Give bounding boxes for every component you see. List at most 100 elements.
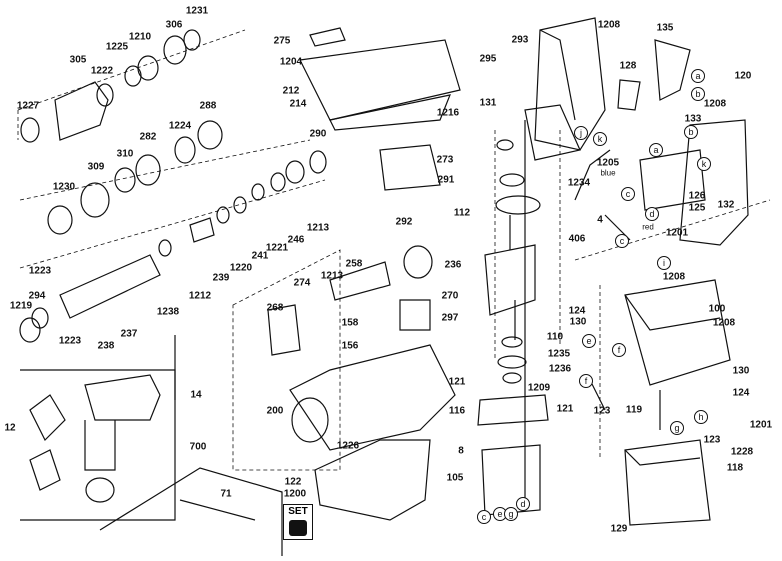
part-number-label: 295 bbox=[479, 53, 497, 65]
part-number-label: 1228 bbox=[730, 446, 754, 458]
part-number-label: 238 bbox=[97, 340, 115, 352]
part-number-label: 200 bbox=[266, 405, 284, 417]
part-number-label: 236 bbox=[444, 259, 462, 271]
wire-connector-letter: j bbox=[574, 126, 588, 140]
part-number-label: 292 bbox=[395, 216, 413, 228]
wire-connector-letter: f bbox=[579, 374, 593, 388]
wire-connector-letter: h bbox=[694, 410, 708, 424]
part-number-label: 120 bbox=[734, 70, 752, 82]
part-number-label: 1201 bbox=[749, 419, 773, 431]
part-number-label: 105 bbox=[446, 472, 464, 484]
wire-color-note: red bbox=[642, 222, 654, 232]
part-number-label: 1208 bbox=[712, 317, 736, 329]
brand-logo-icon bbox=[289, 520, 307, 536]
part-number-label: 133 bbox=[684, 113, 702, 125]
wire-connector-letter: i bbox=[657, 256, 671, 270]
part-number-label: 246 bbox=[287, 234, 305, 246]
part-number-label: 1208 bbox=[703, 98, 727, 110]
part-number-label: 130 bbox=[732, 365, 750, 377]
part-number-label: 131 bbox=[479, 97, 497, 109]
part-number-label: 128 bbox=[619, 60, 637, 72]
part-number-label: 241 bbox=[251, 250, 269, 262]
wire-connector-letter: d bbox=[516, 497, 530, 511]
part-number-label: 1201 bbox=[665, 227, 689, 239]
part-number-label: 237 bbox=[120, 328, 138, 340]
part-number-label: 124 bbox=[568, 305, 586, 317]
part-number-label: 116 bbox=[448, 405, 466, 417]
part-number-label: 156 bbox=[341, 340, 359, 352]
wire-connector-letter: c bbox=[621, 187, 635, 201]
part-number-label: 1223 bbox=[58, 335, 82, 347]
wire-connector-letter: k bbox=[593, 132, 607, 146]
part-number-label: 112 bbox=[453, 207, 471, 219]
part-number-label: 132 bbox=[717, 199, 735, 211]
part-number-label: 14 bbox=[190, 389, 202, 401]
part-number-label: 123 bbox=[703, 434, 721, 446]
part-number-label: 1236 bbox=[548, 363, 572, 375]
part-number-label: 274 bbox=[293, 277, 311, 289]
part-number-label: 239 bbox=[212, 272, 230, 284]
part-number-label: 1231 bbox=[185, 5, 209, 17]
part-number-label: 1204 bbox=[279, 56, 303, 68]
wire-connector-letter: k bbox=[697, 157, 711, 171]
part-number-label: 291 bbox=[437, 174, 455, 186]
part-number-label: 8 bbox=[458, 445, 464, 457]
part-number-label: 1219 bbox=[9, 300, 33, 312]
part-number-label: 275 bbox=[273, 35, 291, 47]
part-number-label: 4 bbox=[597, 214, 603, 226]
part-number-label: 1210 bbox=[128, 31, 152, 43]
part-number-label: 1230 bbox=[52, 181, 76, 193]
wire-connector-letter: c bbox=[477, 510, 491, 524]
part-number-label: 1208 bbox=[662, 271, 686, 283]
part-number-label: 1227 bbox=[16, 100, 40, 112]
part-number-label: 270 bbox=[441, 290, 459, 302]
part-number-label: 124 bbox=[732, 387, 750, 399]
part-number-label: 122 bbox=[284, 476, 302, 488]
part-number-label: 310 bbox=[116, 148, 134, 160]
part-number-label: 71 bbox=[220, 488, 232, 500]
part-number-label: 309 bbox=[87, 161, 105, 173]
part-number-label: 12 bbox=[4, 422, 16, 434]
part-number-label: 135 bbox=[656, 22, 674, 34]
part-number-label: 1224 bbox=[168, 120, 192, 132]
part-number-label: 100 bbox=[708, 303, 726, 315]
part-number-label: 1225 bbox=[105, 41, 129, 53]
wire-connector-letter: c bbox=[615, 234, 629, 248]
part-number-label: 406 bbox=[568, 233, 586, 245]
part-number-label: 121 bbox=[448, 376, 466, 388]
wire-connector-letter: f bbox=[612, 343, 626, 357]
wire-connector-letter: b bbox=[691, 87, 705, 101]
part-number-label: 121 bbox=[556, 403, 574, 415]
part-number-label: 273 bbox=[436, 154, 454, 166]
part-number-label: 297 bbox=[441, 312, 459, 324]
part-number-label: 1212 bbox=[188, 290, 212, 302]
part-number-label: 1238 bbox=[156, 306, 180, 318]
set-label: SET bbox=[288, 506, 308, 517]
part-number-label: 1213 bbox=[320, 270, 344, 282]
part-number-label: 290 bbox=[309, 128, 327, 140]
wire-connector-letter: a bbox=[649, 143, 663, 157]
part-number-label: 214 bbox=[289, 98, 307, 110]
wire-connector-letter: e bbox=[582, 334, 596, 348]
part-number-label: 1235 bbox=[547, 348, 571, 360]
wire-connector-letter: g bbox=[504, 507, 518, 521]
part-number-label: 1223 bbox=[28, 265, 52, 277]
set-badge: SET bbox=[283, 504, 313, 540]
part-number-label: 293 bbox=[511, 34, 529, 46]
part-number-label: 306 bbox=[165, 19, 183, 31]
part-number-label: 212 bbox=[282, 85, 300, 97]
part-number-label: 126 bbox=[688, 190, 706, 202]
wire-connector-letter: d bbox=[645, 207, 659, 221]
wire-connector-letter: g bbox=[670, 421, 684, 435]
part-number-label: 288 bbox=[199, 100, 217, 112]
part-number-label: 1226 bbox=[336, 440, 360, 452]
wire-connector-letter: a bbox=[691, 69, 705, 83]
part-number-label: 118 bbox=[726, 462, 744, 474]
part-number-label: 123 bbox=[593, 405, 611, 417]
part-number-label: 1200 bbox=[283, 488, 307, 500]
part-number-label: 110 bbox=[546, 331, 564, 343]
part-number-label: 1205 bbox=[596, 157, 620, 169]
part-number-label: 1222 bbox=[90, 65, 114, 77]
part-number-label: 1209 bbox=[527, 382, 551, 394]
